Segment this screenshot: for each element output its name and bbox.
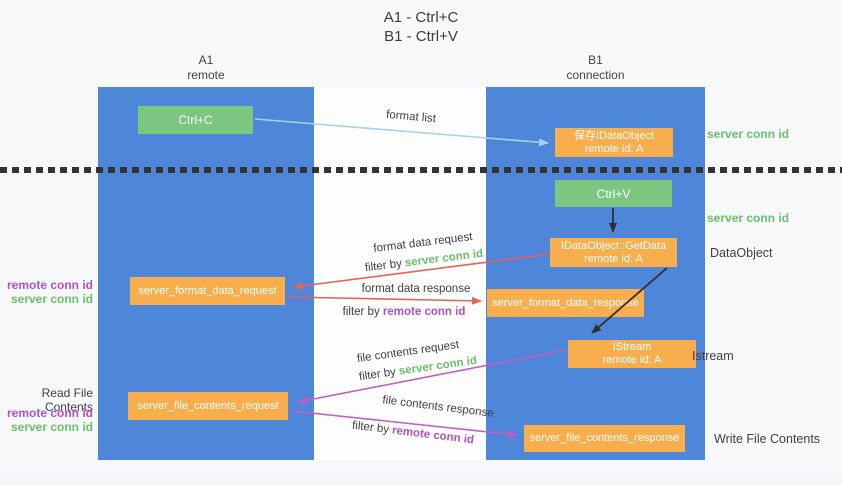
right-server-conn-id-mid: server conn id bbox=[707, 211, 790, 225]
remote-conn-id-key: remote conn id bbox=[382, 306, 466, 318]
label-istream: Istream bbox=[692, 349, 734, 363]
node-save-idataobject-line1: 保存IDataObject bbox=[573, 129, 655, 142]
node-save-idataobject: 保存IDataObject remote id: A bbox=[555, 128, 673, 157]
left-server-conn-id-2: server conn id bbox=[10, 420, 93, 434]
left-conn-id-labels-file: remote conn id server conn id bbox=[0, 406, 93, 434]
bottom-background-strip bbox=[0, 460, 842, 485]
node-idataobject-getdata-line1: IDataObject::GetData bbox=[560, 239, 667, 252]
lifeline-header-a1: A1 remote bbox=[98, 53, 314, 83]
node-server-file-contents-response-label: server_file_contents_response bbox=[529, 432, 680, 444]
node-ctrl-c: Ctrl+C bbox=[138, 106, 253, 134]
node-istream-line1: IStream bbox=[612, 341, 652, 353]
lifeline-a1-name: A1 bbox=[198, 53, 214, 67]
node-server-file-contents-request-label: server_file_contents_request bbox=[137, 399, 279, 412]
node-istream-line2: remote id: A bbox=[602, 354, 662, 366]
label-filter-by-remote-conn-id-1: filter by remote conn id bbox=[343, 306, 466, 318]
node-ctrl-v-label: Ctrl+V bbox=[596, 186, 631, 201]
node-server-format-data-request: server_format_data_request bbox=[130, 277, 285, 305]
phase-separator-dotted-line bbox=[0, 167, 842, 173]
lifeline-a1-role: remote bbox=[187, 68, 225, 82]
node-idataobject-getdata-line2: remote id: A bbox=[584, 252, 643, 265]
lifeline-header-b1: B1 connection bbox=[486, 53, 705, 83]
node-server-format-data-response-label: server_format_data_response bbox=[492, 296, 639, 309]
title-line-1: A1 - Ctrl+C bbox=[383, 9, 459, 26]
node-istream: IStream remote id: A bbox=[568, 340, 696, 368]
node-idataobject-getdata: IDataObject::GetData remote id: A bbox=[550, 238, 677, 267]
left-server-conn-id: server conn id bbox=[10, 292, 93, 306]
right-server-conn-id-top: server conn id bbox=[707, 127, 790, 141]
title-line-2: B1 - Ctrl+V bbox=[384, 28, 458, 45]
lifeline-b1-name: B1 bbox=[588, 53, 603, 67]
label-read-file-contents: Read File Contents bbox=[41, 386, 93, 414]
node-server-file-contents-request: server_file_contents_request bbox=[128, 392, 288, 420]
filter-prefix: filter by bbox=[342, 306, 380, 318]
left-remote-conn-id-2: remote conn id bbox=[6, 406, 93, 420]
node-ctrl-v: Ctrl+V bbox=[555, 180, 672, 207]
node-ctrl-c-label: Ctrl+C bbox=[178, 113, 213, 127]
node-save-idataobject-line2: remote id: A bbox=[584, 142, 644, 155]
node-server-format-data-response: server_format_data_response bbox=[487, 289, 644, 317]
label-dataobject: DataObject bbox=[710, 246, 773, 260]
diagram-title: A1 - Ctrl+C B1 - Ctrl+V bbox=[0, 8, 842, 46]
label-write-file-contents: Write File Contents bbox=[714, 432, 821, 446]
lifeline-b1-role: connection bbox=[566, 68, 625, 82]
left-remote-conn-id: remote conn id bbox=[6, 278, 93, 292]
node-server-format-data-request-label: server_format_data_request bbox=[138, 284, 277, 297]
left-conn-id-labels-format: remote conn id server conn id bbox=[0, 278, 93, 306]
node-server-file-contents-response: server_file_contents_response bbox=[524, 425, 685, 452]
label-format-data-response: format data response bbox=[361, 283, 471, 295]
